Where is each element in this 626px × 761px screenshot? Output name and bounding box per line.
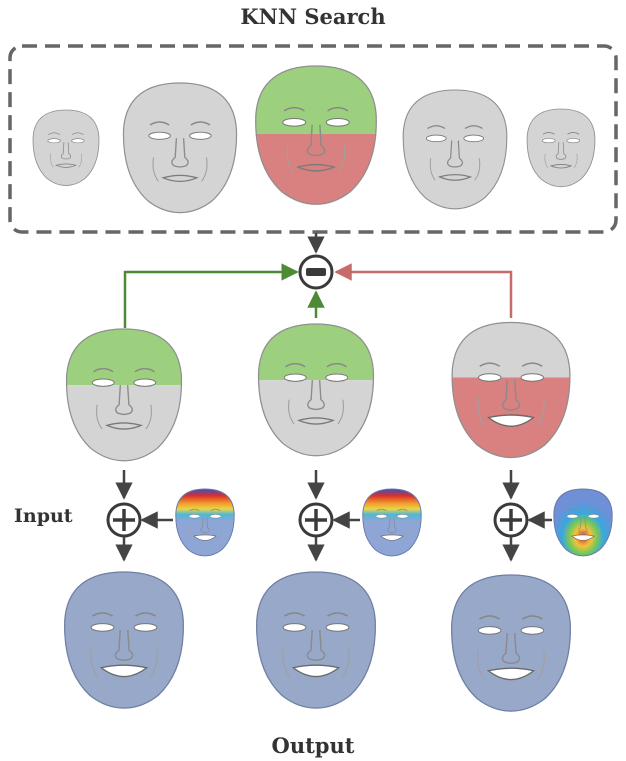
center-input-face [257, 323, 375, 457]
left-offset-heatmap-face [175, 488, 235, 557]
right-input-face [451, 321, 571, 459]
arrow-left-input-to-subtract [123, 263, 299, 328]
knn-candidate-face-2 [122, 82, 238, 214]
output-label: Output [271, 733, 355, 758]
add-operator-icon-center [298, 502, 334, 538]
knn-search-box [8, 44, 618, 234]
knn-candidate-face-3-selected [255, 65, 377, 205]
right-output-face [451, 574, 571, 712]
left-output-face [64, 571, 184, 709]
add-operator-icon-right [493, 502, 529, 538]
diagram-title: KNN Search [240, 4, 386, 29]
arrow-right-input-to-subtract [334, 263, 513, 318]
center-offset-heatmap-face [362, 488, 422, 557]
knn-candidate-face-4 [402, 89, 508, 210]
subtract-operator-icon [298, 254, 334, 290]
knn-candidate-face-5 [526, 108, 596, 188]
center-output-face [256, 571, 376, 709]
left-input-face [65, 328, 183, 462]
input-label: Input [14, 505, 73, 527]
knn-candidate-face-1 [32, 109, 100, 187]
right-offset-heatmap-face [553, 488, 613, 557]
add-operator-icon-left [106, 502, 142, 538]
